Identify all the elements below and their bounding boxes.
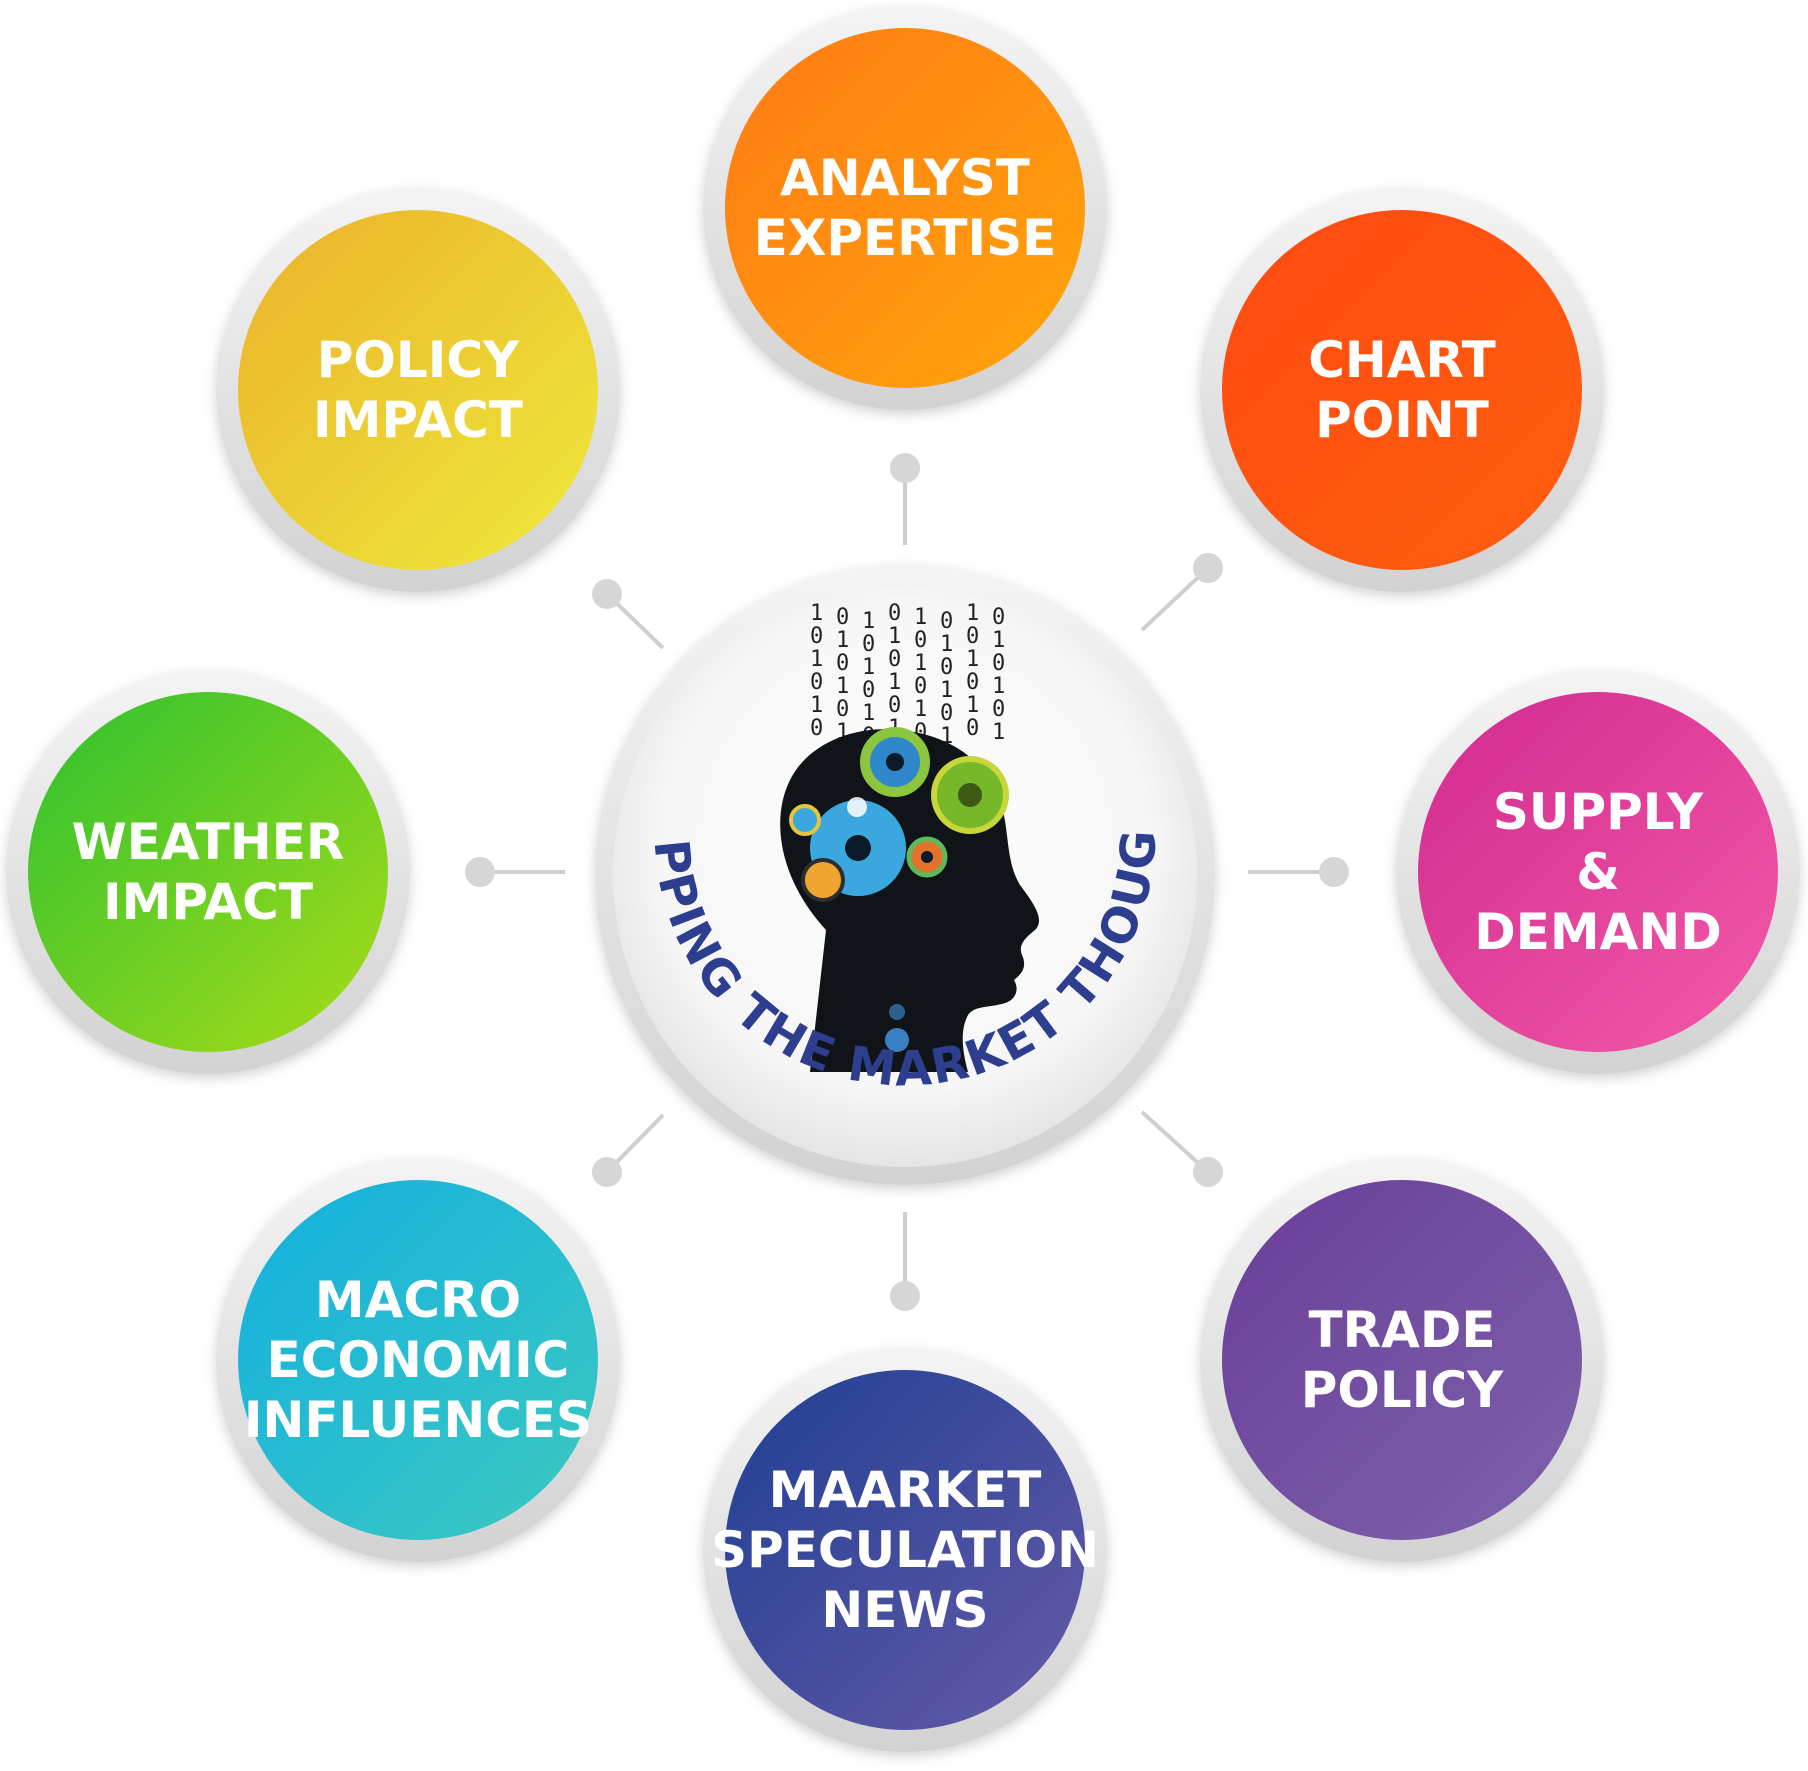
connector-group: [465, 453, 1349, 1311]
binary-digit: 1: [836, 674, 849, 699]
binary-digit: 0: [966, 670, 979, 695]
node-label: ANALYST: [780, 149, 1030, 207]
binary-digit: 1: [888, 624, 901, 649]
binary-digit: 0: [992, 651, 1005, 676]
binary-digit: 1: [966, 693, 979, 718]
node-label: CHART: [1308, 331, 1496, 389]
connector-dot: [1193, 553, 1223, 583]
node-label: INFLUENCES: [244, 1391, 592, 1449]
binary-digit: 1: [810, 693, 823, 718]
node-fill: [238, 1180, 598, 1540]
binary-digit: 1: [992, 628, 1005, 653]
node-label: MAARKET: [769, 1461, 1042, 1519]
connector-dot: [890, 453, 920, 483]
binary-digit: 0: [836, 651, 849, 676]
node-label: WEATHER: [72, 813, 345, 871]
node-fill: [238, 210, 598, 570]
binary-digit: 0: [810, 670, 823, 695]
binary-digit: 1: [992, 720, 1005, 745]
node-supply-demand: SUPPLY&DEMAND: [1396, 670, 1800, 1074]
binary-digit: 0: [992, 605, 1005, 630]
binary-digit: 1: [862, 701, 875, 726]
node-fill: [1222, 210, 1582, 570]
binary-digit: 0: [862, 632, 875, 657]
node-label: POLICY: [1301, 1361, 1504, 1419]
node-label: SUPPLY: [1493, 783, 1704, 841]
binary-digit: 1: [862, 609, 875, 634]
node-group: ANALYSTEXPERTISECHARTPOINTSUPPLY&DEMANDT…: [6, 6, 1800, 1752]
node-label: MACRO: [315, 1271, 521, 1329]
connector-dot: [890, 1281, 920, 1311]
node-fill: [1222, 1180, 1582, 1540]
binary-digit: 0: [888, 693, 901, 718]
connector-line: [1140, 566, 1210, 632]
node-label: IMPACT: [103, 873, 313, 931]
binary-digit: 1: [966, 601, 979, 626]
binary-digit: 1: [940, 632, 953, 657]
node-label: SPECULATION: [711, 1521, 1099, 1579]
binary-digit: 0: [836, 605, 849, 630]
node-label: POLICY: [317, 331, 520, 389]
node-label: POINT: [1315, 391, 1489, 449]
connector-dot: [1319, 857, 1349, 887]
node-fill: [725, 28, 1085, 388]
binary-digit: 0: [992, 697, 1005, 722]
node-fill: [28, 692, 388, 1052]
node-fill: [1418, 692, 1778, 1052]
connector-dot: [592, 1157, 622, 1187]
node-label: EXPERTISE: [754, 209, 1057, 267]
node-label: NEWS: [821, 1581, 988, 1639]
node-label: DEMAND: [1474, 903, 1721, 961]
binary-digit: 1: [914, 697, 927, 722]
connector-dot: [465, 857, 495, 887]
connector-dot: [1193, 1157, 1223, 1187]
binary-digit: 0: [940, 655, 953, 680]
binary-digit: 0: [810, 624, 823, 649]
binary-digit: 1: [914, 651, 927, 676]
binary-digit: 0: [914, 628, 927, 653]
binary-digit: 1: [862, 655, 875, 680]
node-label: &: [1576, 843, 1620, 901]
binary-digit: 0: [862, 678, 875, 703]
binary-digit: 0: [914, 674, 927, 699]
node-label: ECONOMIC: [267, 1331, 570, 1389]
connector-dot: [592, 579, 622, 609]
node-label: IMPACT: [313, 391, 523, 449]
binary-digit: 0: [836, 697, 849, 722]
binary-digit: 0: [810, 716, 823, 741]
binary-digit: 1: [836, 628, 849, 653]
binary-digit: 1: [992, 674, 1005, 699]
binary-digit: 1: [810, 601, 823, 626]
binary-digit: 1: [940, 678, 953, 703]
node-fill: [725, 1370, 1085, 1730]
binary-digit: 0: [940, 609, 953, 634]
binary-digit: 1: [966, 647, 979, 672]
binary-digit: 0: [888, 601, 901, 626]
binary-digit: 0: [940, 701, 953, 726]
binary-digit: 1: [914, 605, 927, 630]
binary-digit: 0: [888, 647, 901, 672]
binary-digit: 1: [888, 670, 901, 695]
binary-digit: 0: [966, 624, 979, 649]
node-label: TRADE: [1309, 1301, 1496, 1359]
binary-digit: 1: [810, 647, 823, 672]
binary-digit: 0: [966, 716, 979, 741]
head-with-gears-icon: [780, 727, 1040, 1072]
